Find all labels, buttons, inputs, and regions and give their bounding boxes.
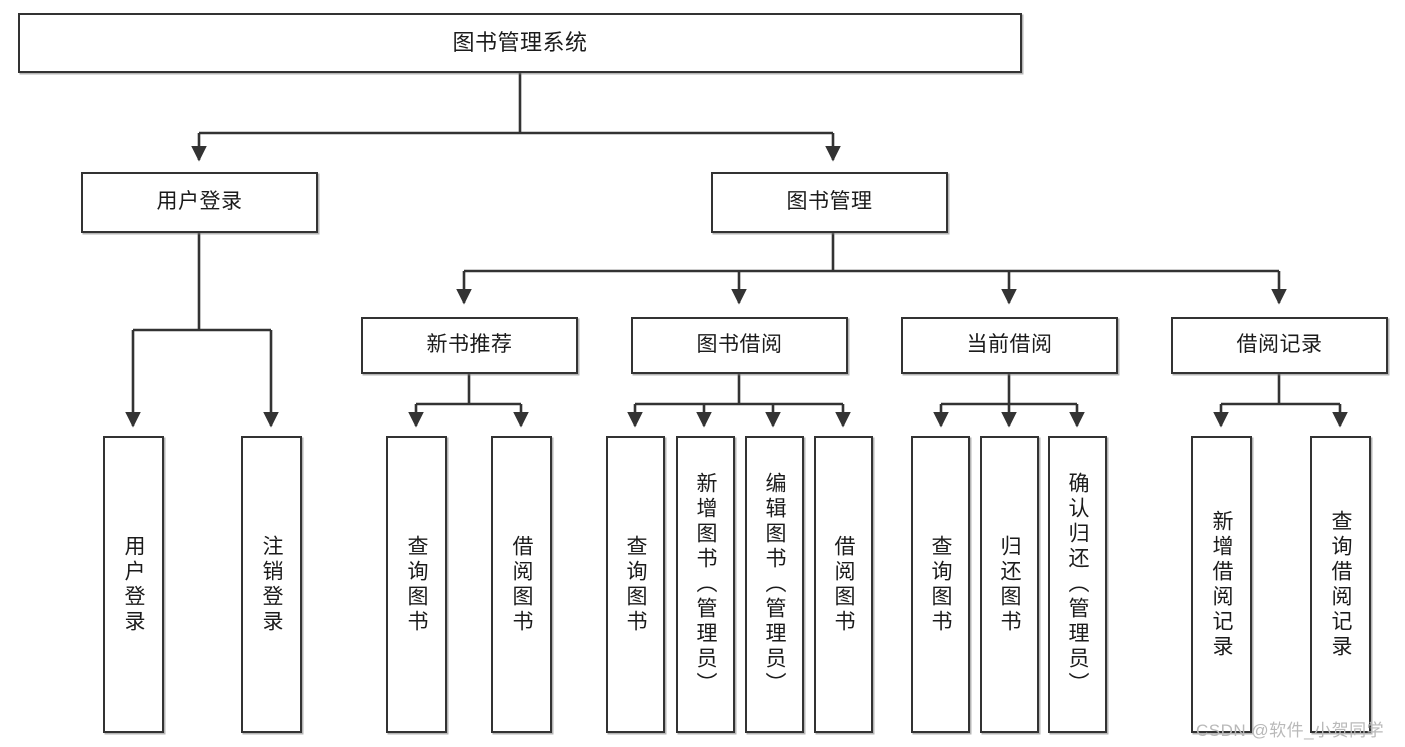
node-label: 确认归还（管理员） [1066, 472, 1089, 697]
leaf-user-login[interactable]: 用户登录 [103, 436, 164, 733]
node-label: 借阅图书 [510, 534, 533, 635]
node-label: 新增借阅记录 [1210, 509, 1233, 660]
node-user-login[interactable]: 用户登录 [81, 172, 318, 233]
leaf-return-book[interactable]: 归还图书 [980, 436, 1039, 733]
node-label: 图书管理 [786, 190, 873, 214]
node-new-book-recommend[interactable]: 新书推荐 [361, 317, 578, 374]
leaf-edit-book-admin[interactable]: 编辑图书（管理员） [745, 436, 804, 733]
csdn-watermark: CSDN @软件_小贺同学 [1196, 721, 1385, 740]
node-label: 借阅记录 [1236, 333, 1323, 357]
leaf-query-book-current[interactable]: 查询图书 [911, 436, 970, 733]
node-label: 查询图书 [929, 534, 952, 635]
node-label: 新增图书（管理员） [694, 472, 717, 697]
node-label: 新书推荐 [426, 333, 513, 357]
node-label: 当前借阅 [966, 333, 1053, 357]
node-borrow-record[interactable]: 借阅记录 [1171, 317, 1388, 374]
node-label: 借阅图书 [832, 534, 855, 635]
node-label: 用户登录 [122, 534, 145, 635]
node-label: 图书借阅 [696, 333, 783, 357]
node-root-book-management-system[interactable]: 图书管理系统 [18, 13, 1022, 73]
leaf-query-book-recommend[interactable]: 查询图书 [386, 436, 447, 733]
node-label: 查询图书 [405, 534, 428, 635]
leaf-add-book-admin[interactable]: 新增图书（管理员） [676, 436, 735, 733]
leaf-logout[interactable]: 注销登录 [241, 436, 302, 733]
node-label: 查询图书 [624, 534, 647, 635]
leaf-query-book-borrow[interactable]: 查询图书 [606, 436, 665, 733]
node-current-borrow[interactable]: 当前借阅 [901, 317, 1118, 374]
node-label: 编辑图书（管理员） [763, 472, 786, 697]
node-label: 用户登录 [156, 190, 243, 214]
node-label: 归还图书 [998, 534, 1021, 635]
node-book-borrow[interactable]: 图书借阅 [631, 317, 848, 374]
node-label: 查询借阅记录 [1329, 509, 1352, 660]
leaf-add-borrow-record[interactable]: 新增借阅记录 [1191, 436, 1252, 733]
leaf-confirm-return-admin[interactable]: 确认归还（管理员） [1048, 436, 1107, 733]
node-label: 图书管理系统 [452, 30, 588, 56]
leaf-borrow-book-recommend[interactable]: 借阅图书 [491, 436, 552, 733]
node-label: 注销登录 [260, 534, 283, 635]
leaf-borrow-book[interactable]: 借阅图书 [814, 436, 873, 733]
node-book-management[interactable]: 图书管理 [711, 172, 948, 233]
leaf-query-borrow-record[interactable]: 查询借阅记录 [1310, 436, 1371, 733]
